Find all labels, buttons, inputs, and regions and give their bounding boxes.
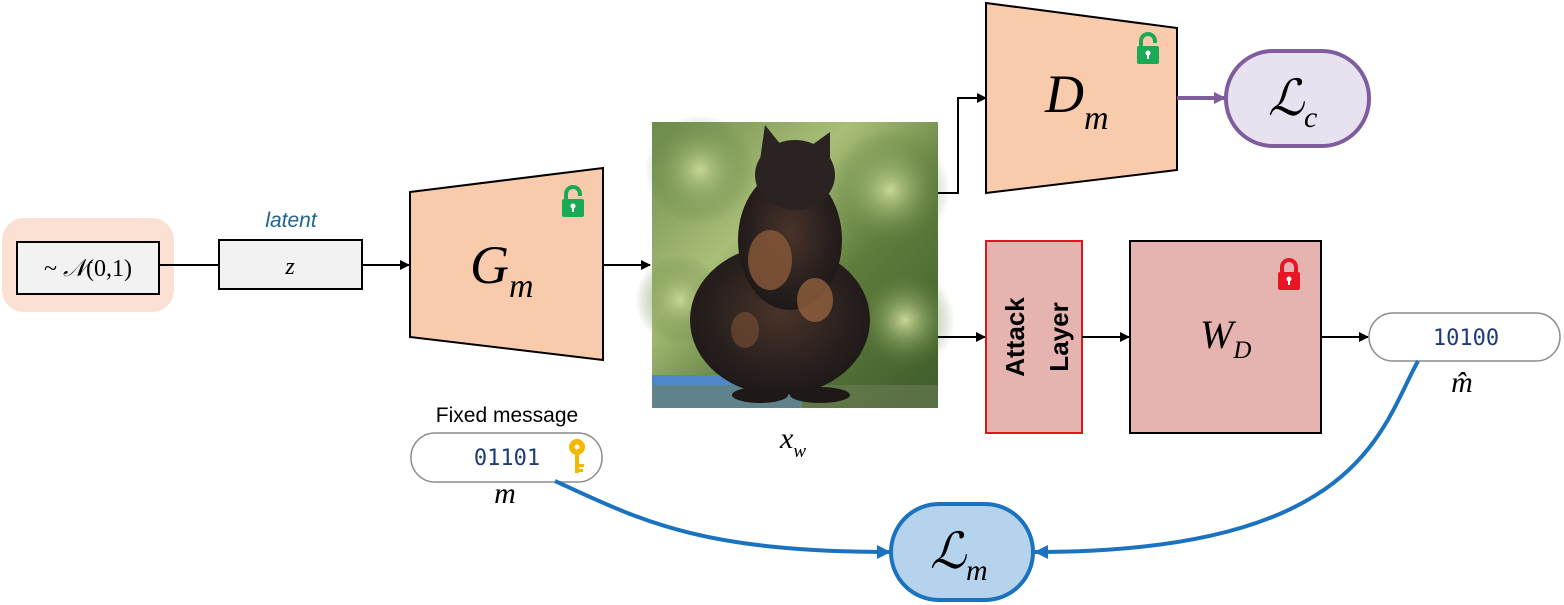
decoded-message: 10100 m̂	[1368, 312, 1561, 399]
image-caption: xw	[779, 422, 806, 462]
loss-m: ℒm	[889, 502, 1035, 602]
noise-box	[16, 241, 160, 295]
message-to-lossm-curve	[554, 479, 891, 559]
generator: Gm	[409, 166, 604, 362]
decoded-label: m̂	[1451, 366, 1473, 399]
attack-label-line1: Attack	[1000, 297, 1030, 377]
latent-node: latent z	[218, 209, 363, 290]
discriminator: Dm	[985, 1, 1178, 195]
generator-label: Gm	[470, 235, 534, 305]
latent-var: z	[284, 254, 295, 280]
message-label: m	[494, 477, 516, 510]
generator-trapezoid	[409, 166, 604, 362]
noise-label: ~ 𝒩(0,1)	[44, 256, 132, 282]
key-icon	[569, 439, 585, 473]
noise-source: ~ 𝒩(0,1)	[2, 218, 174, 312]
latent-box	[218, 239, 363, 290]
attack-label-line2: Layer	[1044, 302, 1074, 371]
discriminator-trapezoid	[985, 1, 1178, 195]
watermarked-image: xw	[635, 115, 955, 462]
decoded-value: 10100	[1433, 326, 1499, 351]
latent-tag: latent	[265, 209, 318, 232]
fixed-message-title: Fixed message	[436, 404, 578, 427]
unlock-icon	[562, 185, 584, 217]
attack-layer: Attack Layer	[985, 240, 1083, 434]
decoder-label: WD	[1200, 312, 1251, 364]
attack-box	[985, 240, 1083, 434]
loss-c-pill	[1224, 49, 1371, 148]
discriminator-label: Dm	[1044, 64, 1109, 137]
loss-m-pill	[889, 502, 1035, 602]
decoder: WD	[1129, 240, 1322, 434]
message-pill	[410, 432, 603, 483]
decoded-pill	[1368, 312, 1561, 362]
message-value: 01101	[474, 446, 540, 471]
decoded-to-lossm-curve	[1034, 360, 1420, 559]
loss-m-label: ℒm	[930, 523, 988, 587]
fixed-message: Fixed message 01101 m	[410, 404, 603, 510]
unlock-icon	[1137, 32, 1159, 64]
loss-c: ℒc	[1224, 49, 1371, 148]
lock-icon	[1278, 258, 1300, 290]
loss-c-label: ℒc	[1268, 70, 1317, 134]
cat-figure	[690, 125, 870, 403]
image-to-discriminator-arrow	[938, 93, 987, 194]
